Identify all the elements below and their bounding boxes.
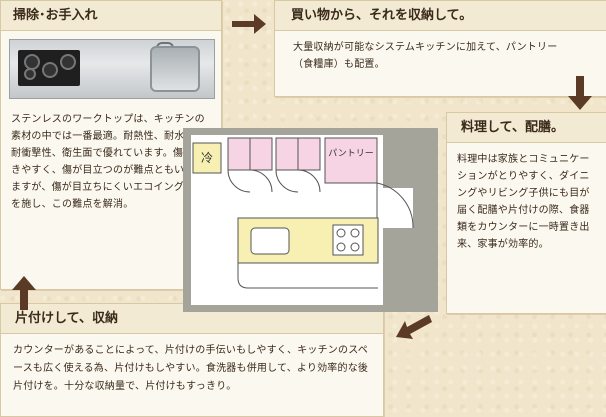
sink-basin [150, 46, 200, 92]
arrow-down-icon [568, 76, 592, 110]
card-cleaning-title: 掃除･お手入れ [1, 1, 221, 31]
kitchen-floor-plan: 冷 パントリー [183, 128, 438, 312]
card-cleaning-body: ステンレスのワークトップは、キッチンの素材の中では一番最適。耐熱性、耐水性、耐衝… [11, 114, 205, 210]
arrow-right-icon [232, 14, 266, 34]
card-shopping-title: 買い物から、それを収納して。 [275, 1, 606, 31]
stove [332, 224, 364, 256]
card-cleanup: 片付けして、収納 カウンターがあることによって、片付けの手伝いもしやすく、キッチ… [0, 303, 384, 417]
arrow-down-left-icon [396, 315, 432, 339]
card-cooking-title: 料理して、配膳。 [447, 113, 606, 143]
cooktop [18, 50, 80, 86]
fridge-label: 冷 [201, 151, 213, 165]
stainless-worktop-photo [9, 39, 215, 99]
card-cooking-body: 料理中は家族とコミュニケーションがとりやすく、ダイニングやリビング子供にも目が届… [457, 154, 590, 250]
fridge-block [192, 142, 222, 174]
sink [250, 227, 290, 255]
card-shopping: 買い物から、それを収納して。 大量収納が可能なシステムキッチンに加えて、パントリ… [274, 0, 606, 97]
cabinets [227, 137, 378, 184]
pantry-label: パントリー [328, 148, 373, 159]
card-shopping-body: 大量収納が可能なシステムキッチンに加えて、パントリー（食糧庫）も配置。 [293, 42, 558, 70]
card-cooking: 料理して、配膳。 料理中は家族とコミュニケーションがとりやすく、ダイニングやリビ… [446, 112, 606, 314]
card-cleanup-body: カウンターがあることによって、片付けの手伝いもしやすく、キッチンのスペースも広く… [13, 345, 369, 392]
arrow-up-icon [12, 276, 36, 310]
